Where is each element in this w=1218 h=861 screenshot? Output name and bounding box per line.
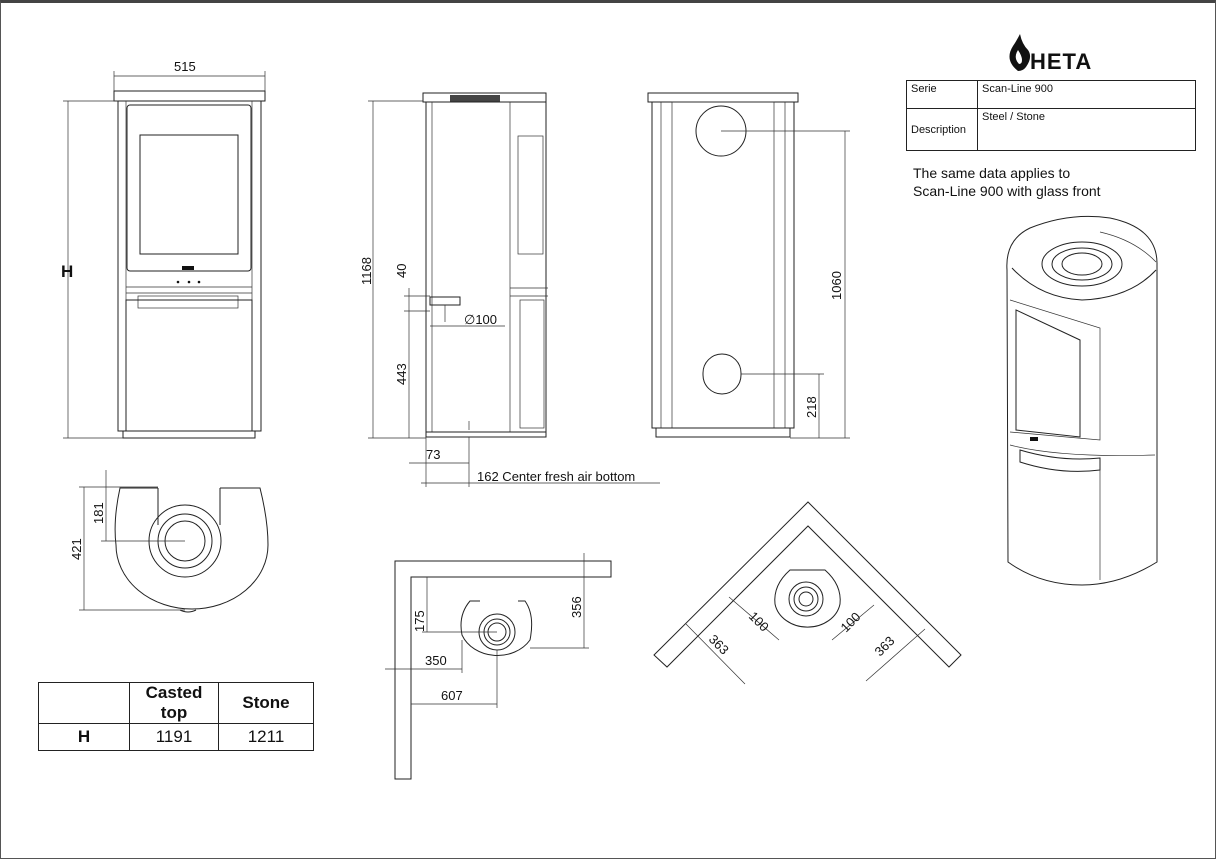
header-cell (38, 682, 130, 724)
note-text: The same data applies to Scan-Line 900 w… (913, 164, 1143, 200)
header-cell: Stone (218, 682, 314, 724)
dim-back-air-height: 218 (804, 396, 819, 418)
info-row-serie: Serie Scan-Line 900 (906, 80, 1196, 109)
dim-front-width: 515 (174, 59, 196, 74)
dim-top-center: 181 (91, 502, 106, 524)
dim-side-flue-height: 443 (394, 363, 409, 385)
info-value: Scan-Line 900 (977, 80, 1196, 109)
dim-wall-356: 356 (569, 596, 584, 618)
stove-3d-view (1006, 215, 1158, 586)
top-view: 421 181 (69, 470, 269, 613)
dim-wall-607: 607 (441, 688, 463, 703)
info-key: Description (906, 108, 978, 151)
dim-side-height: 1168 (359, 257, 374, 285)
dim-side-fresh-air: 162 Center fresh air bottom (477, 469, 635, 484)
info-value: Steel / Stone (977, 108, 1196, 151)
dim-back-flue-height: 1060 (829, 271, 844, 300)
value-cell: 1211 (218, 723, 314, 751)
row-label: H (38, 723, 130, 751)
dim-corner-100-right: 100 (838, 609, 864, 635)
dim-side-73: 73 (426, 447, 440, 462)
dim-front-height: H (61, 262, 73, 281)
brand-name: HETA (1030, 49, 1092, 74)
side-view: 1168 40 443 ∅100 73 162 Center fresh air… (359, 92, 660, 487)
info-table: Serie Scan-Line 900 Description Steel / … (906, 80, 1196, 151)
height-table-row: H 1191 1211 (38, 723, 314, 751)
info-row-description: Description Steel / Stone (906, 108, 1196, 151)
corner-installation: 100 100 363 363 (653, 501, 962, 685)
heta-logo: HETA (1009, 34, 1092, 74)
dim-top-depth: 421 (69, 538, 84, 560)
dim-corner-363-right: 363 (872, 633, 898, 659)
front-view: 515 H (61, 59, 266, 439)
value-cell: 1191 (129, 723, 219, 751)
header-cell: Casted top (129, 682, 219, 724)
note-line-1: The same data applies to (913, 165, 1071, 181)
back-view: 1060 218 (647, 92, 850, 439)
flame-icon (1009, 34, 1031, 71)
wall-installation: 175 356 350 607 (385, 553, 612, 780)
dim-wall-175: 175 (412, 610, 427, 632)
info-key: Serie (906, 80, 978, 109)
height-table-header: Casted top Stone (38, 682, 314, 724)
dim-side-flue-diameter: ∅100 (464, 312, 497, 327)
note-line-2: Scan-Line 900 with glass front (913, 183, 1101, 199)
dim-corner-363-left: 363 (706, 632, 732, 658)
dim-side-offset: 40 (394, 264, 409, 278)
dim-wall-350: 350 (425, 653, 447, 668)
height-table: Casted top Stone H 1191 1211 (38, 682, 314, 751)
